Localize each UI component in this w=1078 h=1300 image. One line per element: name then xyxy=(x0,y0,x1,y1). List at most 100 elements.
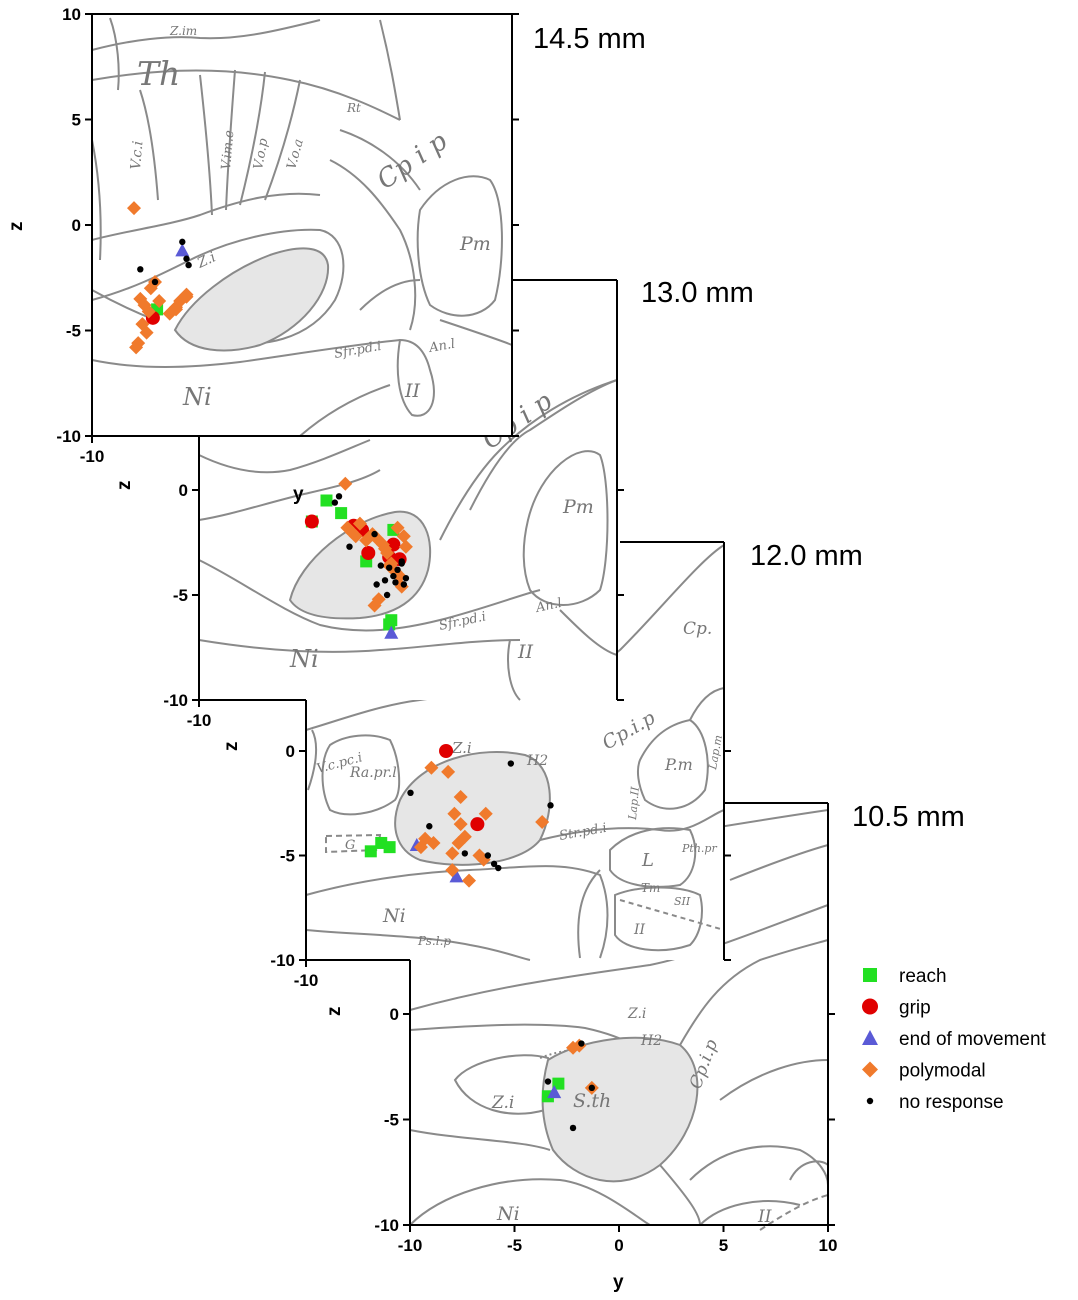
y-tick-label: -5 xyxy=(66,322,81,341)
data-point-no-response xyxy=(385,564,393,571)
ticks-13-0: 0-5-10-10 xyxy=(163,481,624,730)
legend-item-end-of-movement: end of movement xyxy=(862,1029,1047,1050)
y-tick-label: -10 xyxy=(270,951,295,970)
data-point-no-response xyxy=(495,864,502,872)
atlas-label: An.l xyxy=(534,596,564,616)
y-tick-label: 0 xyxy=(179,481,188,500)
data-point-no-response xyxy=(547,802,554,809)
panel-12-0-mm: V.c.pc.i Z.i H2 Cp.i.p Cp. Ra.pr.l G Str… xyxy=(221,540,863,990)
data-point-reach xyxy=(364,845,377,858)
data-point-end-of-movement xyxy=(547,1085,562,1099)
data-point-no-response xyxy=(381,577,389,584)
data-point-no-response xyxy=(394,566,401,573)
atlas-label: Z.i xyxy=(194,249,218,272)
x-tick-label: 10 xyxy=(819,1236,838,1255)
panel-title: 10.5 mm xyxy=(852,801,965,833)
data-point-no-response xyxy=(588,1084,596,1092)
y-tick-label: 5 xyxy=(72,111,81,130)
y-tick-label: -5 xyxy=(280,847,295,866)
data-point-no-response xyxy=(371,530,378,538)
y-tick-label: -5 xyxy=(384,1111,399,1130)
legend-label: polymodal xyxy=(899,1061,986,1082)
panel-title: 13.0 mm xyxy=(641,277,754,309)
atlas-label: Z.im xyxy=(169,24,197,38)
data-point-reach xyxy=(552,1077,565,1090)
data-point-no-response xyxy=(426,823,433,830)
atlas-label: Ni xyxy=(382,905,406,927)
data-point-polymodal xyxy=(445,846,460,861)
legend-label: reach xyxy=(899,966,947,987)
data-point-polymodal xyxy=(413,840,428,855)
data-point-no-response xyxy=(398,560,405,567)
panel-14-5-mm: Z.im Th Rt V.c.i V.im.e V.o.p V.o.a Cp i… xyxy=(6,5,646,466)
atlas-label: Th xyxy=(137,54,180,93)
data-point-polymodal xyxy=(390,520,405,535)
y-tick-label: 0 xyxy=(72,216,81,235)
data-point-polymodal xyxy=(152,293,167,308)
y-axis-title: z xyxy=(6,222,27,232)
atlas-label: H2 xyxy=(640,1033,662,1049)
data-point-polymodal xyxy=(447,806,462,821)
data-point-no-response xyxy=(137,266,144,273)
legend-label: grip xyxy=(899,998,931,1019)
data-point-no-response xyxy=(151,278,159,286)
panel-title: 12.0 mm xyxy=(750,540,863,572)
atlas-label: II xyxy=(517,641,534,663)
data-point-reach xyxy=(320,494,333,507)
x-axis-title: y xyxy=(613,1272,624,1293)
atlas-label: S.th xyxy=(573,1090,611,1112)
data-point-no-response xyxy=(377,562,385,569)
atlas-label: Cp. xyxy=(683,619,712,639)
x-tick-label: -10 xyxy=(80,447,105,466)
atlas-label: Pm xyxy=(562,496,594,518)
data-point-no-response xyxy=(179,238,186,246)
legend-item-no-response: no response xyxy=(866,1092,1004,1113)
atlas-label: Z.i xyxy=(491,1093,514,1113)
y-tick-label: 0 xyxy=(286,742,295,761)
atlas-label: P.m xyxy=(664,755,693,774)
marks-12-0 xyxy=(364,744,554,888)
data-point-polymodal xyxy=(478,806,493,821)
data-point-polymodal xyxy=(179,287,194,302)
x-tick-label: 5 xyxy=(719,1236,728,1255)
data-point-reach xyxy=(335,507,348,520)
y-axis-title: z xyxy=(221,742,242,752)
legend-item-polymodal: polymodal xyxy=(862,1061,986,1082)
y-axis-title: z xyxy=(114,481,135,491)
data-point-polymodal xyxy=(462,873,477,888)
atlas-label: Ni xyxy=(496,1203,520,1225)
data-point-polymodal xyxy=(457,829,472,844)
data-point-no-response xyxy=(185,261,192,269)
data-point-no-response xyxy=(400,581,408,588)
data-point-no-response xyxy=(346,543,353,550)
legend-marker xyxy=(862,998,878,1015)
data-point-no-response xyxy=(335,493,343,500)
marks-14-5 xyxy=(127,201,194,355)
data-point-polymodal xyxy=(371,592,386,607)
data-point-no-response xyxy=(183,255,190,262)
data-point-polymodal xyxy=(338,476,353,491)
data-point-end-of-movement xyxy=(449,869,464,883)
legend-label: end of movement xyxy=(899,1029,1047,1050)
data-point-grip xyxy=(361,546,376,560)
data-point-polymodal xyxy=(380,546,395,560)
data-point-reach xyxy=(383,618,396,631)
data-point-no-response xyxy=(484,852,492,859)
data-point-no-response xyxy=(461,850,469,857)
data-point-no-response xyxy=(383,591,391,599)
data-point-grip xyxy=(304,514,319,529)
atlas-label: Ps.l.p xyxy=(417,934,451,948)
data-point-polymodal xyxy=(348,529,363,544)
marks-13-0 xyxy=(304,476,413,639)
atlas-label: An.l xyxy=(427,337,456,356)
y-tick-label: -10 xyxy=(374,1216,399,1235)
atlas-label: L xyxy=(641,850,654,871)
data-point-no-response xyxy=(578,1040,585,1047)
data-point-polymodal xyxy=(445,863,460,878)
data-point-no-response xyxy=(507,760,515,767)
data-point-no-response xyxy=(407,789,414,796)
atlas-label: II xyxy=(757,1207,772,1227)
data-point-polymodal xyxy=(426,835,441,850)
data-point-no-response xyxy=(390,572,397,580)
